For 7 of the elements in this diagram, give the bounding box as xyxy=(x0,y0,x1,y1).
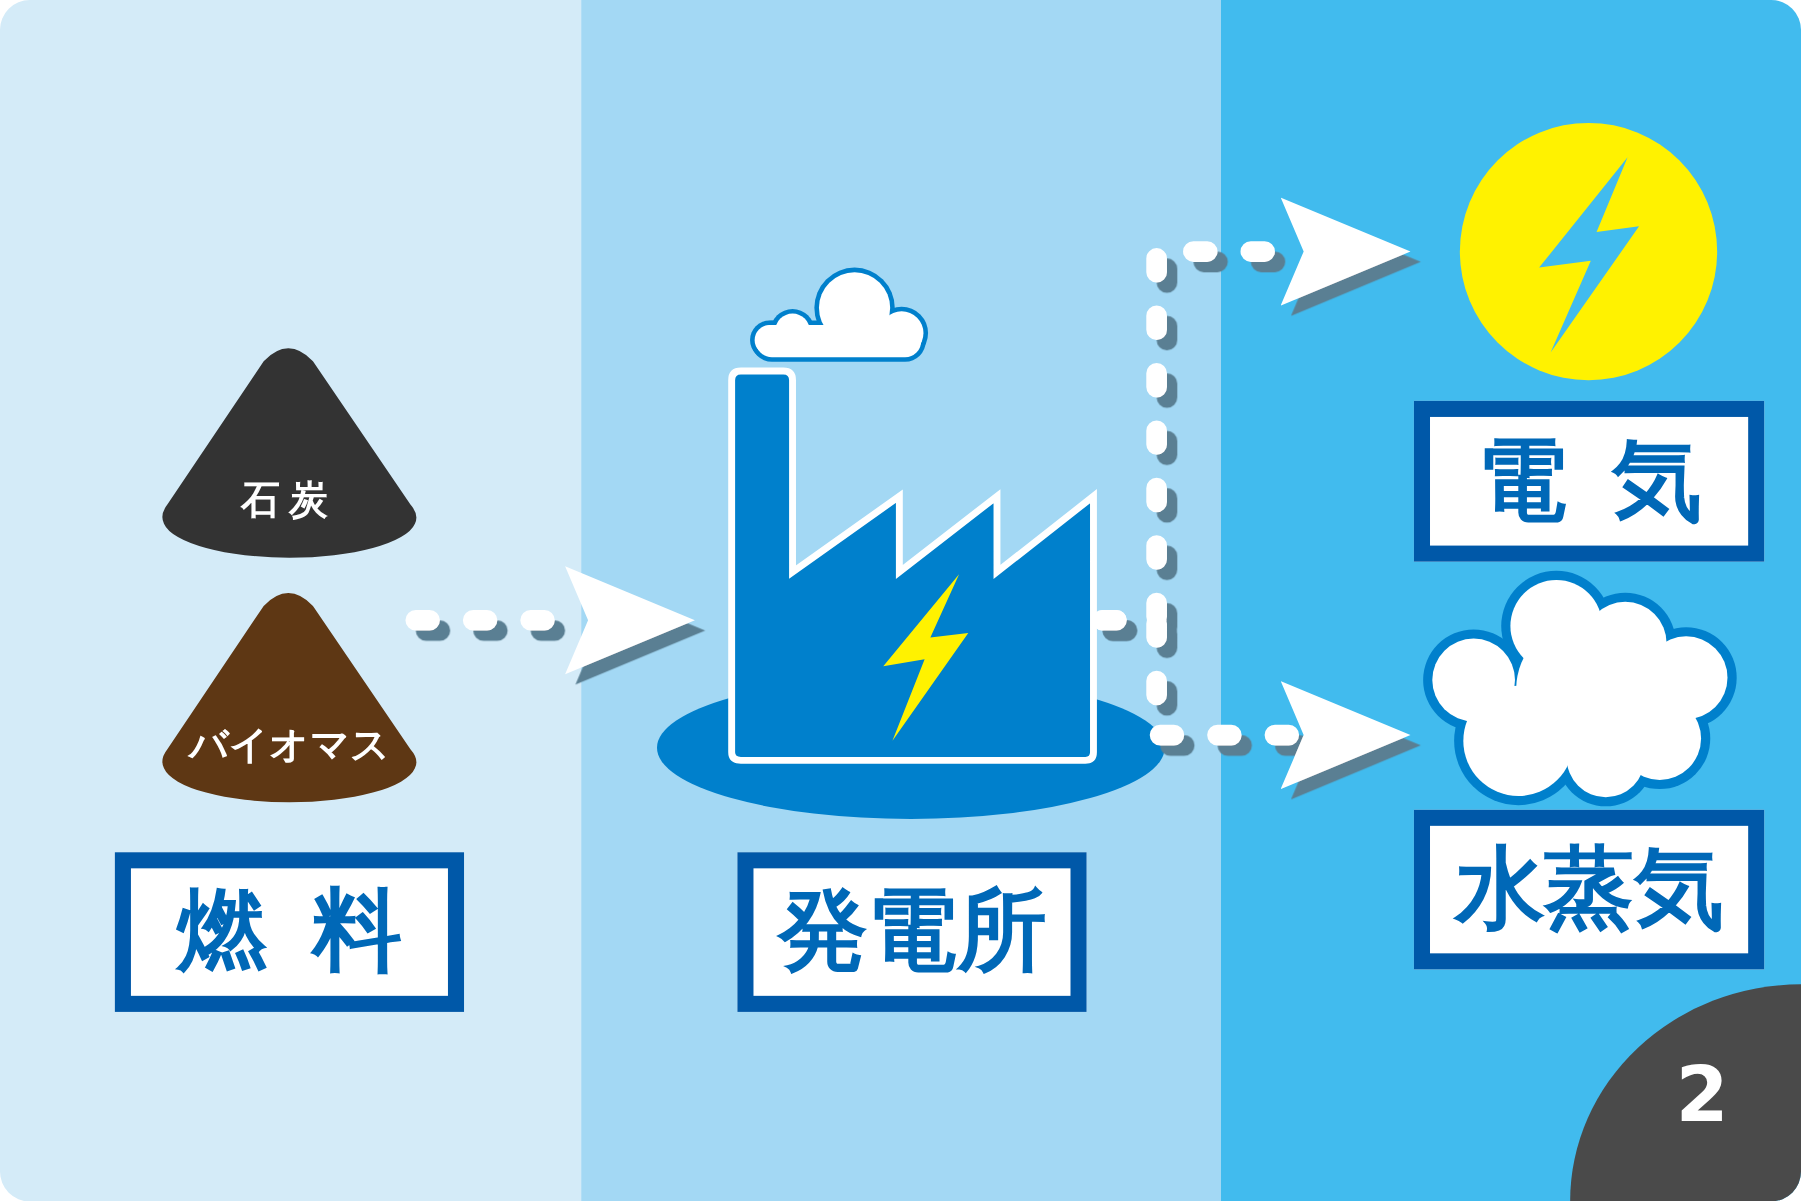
pile-label: バイオマス xyxy=(187,720,391,770)
arrow xyxy=(405,566,695,675)
label-box: 水蒸気 xyxy=(1413,809,1765,970)
label-box: 発電所 xyxy=(737,852,1087,1012)
label-box: 燃料 xyxy=(114,852,465,1012)
label-box: 電気 xyxy=(1413,400,1765,562)
pile-label: 石炭 xyxy=(239,475,339,525)
